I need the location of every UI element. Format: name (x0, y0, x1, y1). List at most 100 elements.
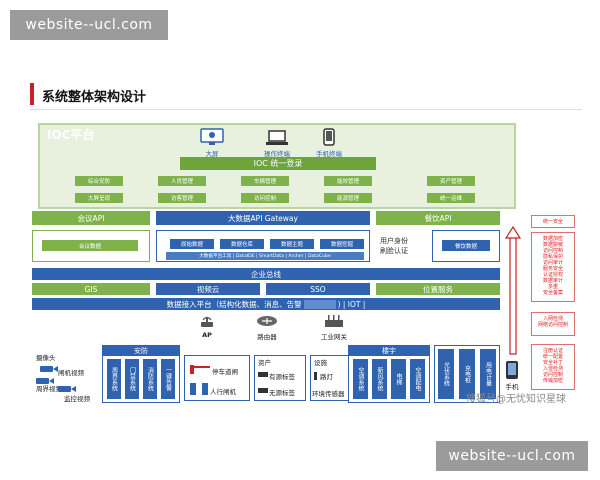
dining-data[interactable]: 餐饮数据 (442, 240, 490, 251)
ingest-redaction (303, 299, 336, 309)
building-elevator[interactable]: 电梯 (391, 359, 406, 399)
facilities-panel (310, 355, 352, 401)
iot-notes-box: 入网检测 网络访问控制 (531, 312, 575, 336)
ingest-label: 数据接入平台（结构化数据、消息、告警 (166, 299, 302, 309)
dining-api[interactable]: 餐饮API (376, 211, 500, 225)
security-note: 安全备案 (542, 290, 563, 296)
module-big-screen[interactable]: 大屏呈现 (75, 193, 123, 203)
system-perimeter[interactable]: 周界系统 (107, 359, 121, 399)
module-security[interactable]: 综合安防 (75, 176, 123, 186)
data-mining[interactable]: 数据挖掘 (320, 239, 364, 249)
camera-label: 摄像头 (36, 354, 56, 362)
ident-notes-box: 注册认证 统一配置 安全补丁 入侵检测 访问控制 传输加密 (531, 344, 575, 390)
phone-icon (323, 128, 335, 146)
service-sso[interactable]: SSO (266, 283, 370, 295)
monitor-icon (200, 128, 224, 145)
service-video-cloud[interactable]: 视频云 (156, 283, 260, 295)
building-fresh-air[interactable]: 新风系统 (372, 359, 387, 399)
module-energy[interactable]: 能源管理 (324, 193, 372, 203)
ap-label: AP (202, 331, 212, 339)
energy-solar[interactable]: 光伏系统 (438, 349, 454, 399)
gateway-icon (325, 315, 343, 327)
ident-note: 安全补丁 (542, 360, 563, 366)
security-note: 访问审计 (542, 260, 563, 266)
assets-title: 资产 (258, 359, 271, 367)
gateway-label: 工业网关 (321, 333, 347, 341)
module-energy-efficiency[interactable]: 能效管理 (324, 176, 372, 186)
ident-note: 访问控制 (542, 372, 563, 378)
energy-charger[interactable]: 充电桩 (459, 349, 475, 399)
data-ingest-platform[interactable]: 数据接入平台（结构化数据、消息、告警 ) | IOT | (32, 298, 500, 310)
module-personnel[interactable]: 人员管理 (158, 176, 206, 186)
security-note: 认证授权 (542, 272, 563, 278)
device-mobile-terminal: 手机终端 (316, 150, 342, 158)
module-ops[interactable]: 统一运维 (427, 193, 475, 203)
identity-auth: 用户身份 刷脸认证 (380, 237, 408, 255)
data-topic[interactable]: 数据主题 (270, 239, 314, 249)
router-label: 路由器 (257, 333, 277, 341)
enterprise-bus[interactable]: 企业总线 (32, 268, 500, 280)
unified-security-label: 统一安全 (542, 218, 563, 225)
title-accent-bar (30, 83, 34, 105)
module-visitor[interactable]: 访客管理 (158, 193, 206, 203)
barrier-gate-icon (190, 365, 210, 374)
meeting-api[interactable]: 会议API (32, 211, 150, 225)
building-title: 楼宇 (349, 346, 429, 356)
security-notes-box: 数据加密 数据脱敏 访问控制 隐私保护 访问审计 服务安全 认证授权 数据审计 … (531, 232, 575, 302)
ingest-tail: ) | IOT | (337, 299, 366, 309)
active-tag-label: 有源标签 (269, 373, 295, 381)
data-warehouse[interactable]: 数据仓库 (220, 239, 264, 249)
ident-note: 入侵检测 (542, 366, 563, 372)
system-fire[interactable]: 消防系统 (143, 359, 157, 399)
monitor-video-label: 监控视频 (64, 395, 90, 403)
data-raw[interactable]: 原始数据 (170, 239, 214, 249)
iot-note: 网络访问控制 (537, 322, 568, 328)
building-ac[interactable]: 空调系统 (353, 359, 368, 399)
people-gate-label: 人行闸机 (210, 388, 236, 396)
perimeter-video-label: 周界视频 (36, 385, 62, 393)
iot-note: 入网检测 (542, 316, 563, 322)
laptop-icon (266, 130, 288, 145)
module-access-control[interactable]: 访问控制 (241, 193, 289, 203)
title-divider (30, 109, 582, 110)
street-light-label: 路灯 (320, 373, 333, 381)
module-vehicle[interactable]: 车辆管理 (241, 176, 289, 186)
security-note: 隐私保护 (542, 254, 563, 260)
device-big-screen: 大屏 (205, 150, 219, 158)
security-note: 访问控制 (542, 248, 563, 254)
gate-video-label: 闸机视频 (58, 369, 84, 377)
source-caption: 搜狐号@无忧知识星球 (466, 394, 566, 405)
up-arrow-icon (505, 226, 521, 355)
meeting-data[interactable]: 会议数据 (42, 240, 138, 251)
phone-label: 手机 (505, 383, 519, 391)
system-alarm[interactable]: 一键告警 (161, 359, 175, 399)
security-note: 服务安全 (542, 266, 563, 272)
camera-icon (58, 386, 76, 392)
unified-security-box: 统一安全 (531, 215, 575, 228)
module-assets[interactable]: 资产管理 (427, 176, 475, 186)
turnstile-icon (190, 383, 208, 395)
energy-meter[interactable]: 用电计量 (480, 349, 496, 399)
watermark-bottom: website--ucl.com (436, 441, 588, 471)
ident-note: 传输加密 (542, 378, 563, 384)
security-note: 数据审计 (542, 278, 563, 284)
ident-note: 注册认证 (542, 348, 563, 354)
page-title: 系统整体架构设计 (42, 90, 147, 105)
passive-tag-label: 无源标签 (269, 389, 295, 397)
system-access[interactable]: 门禁系统 (125, 359, 139, 399)
ap-icon (201, 316, 213, 327)
building-power[interactable]: 空调配电 (410, 359, 425, 399)
service-location[interactable]: 位置服务 (376, 283, 500, 295)
service-gis[interactable]: GIS (32, 283, 150, 295)
camera-icon (40, 366, 58, 372)
tag-icon (258, 388, 268, 393)
bigdata-api-gateway[interactable]: 大数据API Gateway (156, 211, 370, 225)
ioc-login-bar[interactable]: IOC 统一登录 (180, 157, 376, 170)
tag-icon (258, 372, 268, 377)
env-sensor-label: 环境传感器 (312, 390, 345, 398)
ident-note: 统一配置 (542, 354, 563, 360)
camera-icon (36, 378, 54, 384)
security-note: 数据脱敏 (542, 242, 563, 248)
security-systems-title: 安防 (103, 346, 179, 356)
parking-label: 停车道闸 (212, 368, 238, 376)
